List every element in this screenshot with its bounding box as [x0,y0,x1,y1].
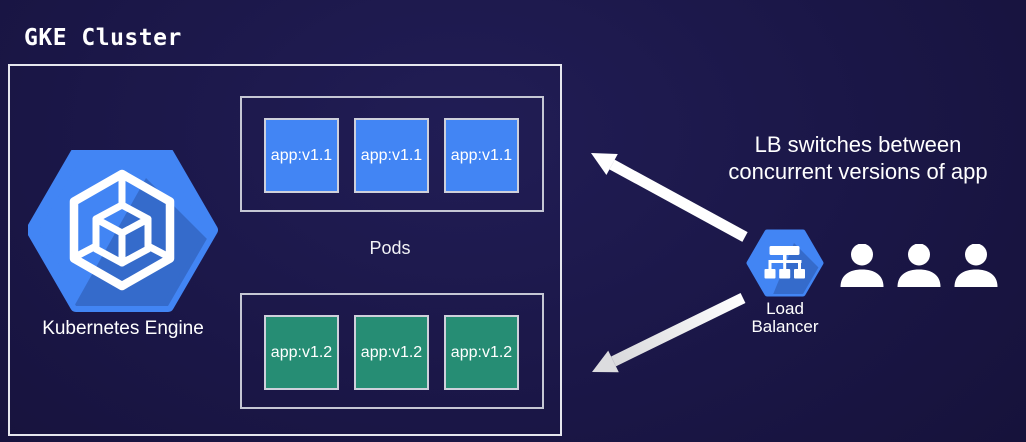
gke-hexagon-icon [28,150,218,312]
pod-app-v1-2: app:v1.2 [444,315,519,390]
load-balancer-label-line1: Load [766,299,804,318]
pod-group-v1-1: app:v1.1 app:v1.1 app:v1.1 [240,96,544,212]
users-group [839,244,999,287]
load-balancer-hexagon-icon [746,229,824,297]
load-balancer-label-line2: Balancer [751,317,819,336]
pod-app-v1-2: app:v1.2 [264,315,339,390]
person-icon [954,244,998,287]
load-balancer-label: Load Balancer [726,300,844,336]
pods-label: Pods [369,238,411,258]
pod-app-v1-2: app:v1.2 [354,315,429,390]
lb-annotation-line1: LB switches between [754,132,962,157]
lb-annotation-line2: concurrent versions of app [728,159,988,184]
page-title: GKE Cluster [24,25,182,51]
kubernetes-engine-label: Kubernetes Engine [42,318,204,339]
pod-app-v1-1: app:v1.1 [444,118,519,193]
gke-cluster-box: Kubernetes Engine app:v1.1 app:v1.1 app:… [8,64,562,436]
person-icon [840,244,884,287]
pod-app-v1-1: app:v1.1 [354,118,429,193]
pod-app-v1-1: app:v1.1 [264,118,339,193]
person-icon [897,244,941,287]
pod-group-v1-2: app:v1.2 app:v1.2 app:v1.2 [240,293,544,409]
lb-annotation: LB switches between concurrent versions … [678,131,1026,185]
arrow-to-v1-2 [592,293,746,373]
